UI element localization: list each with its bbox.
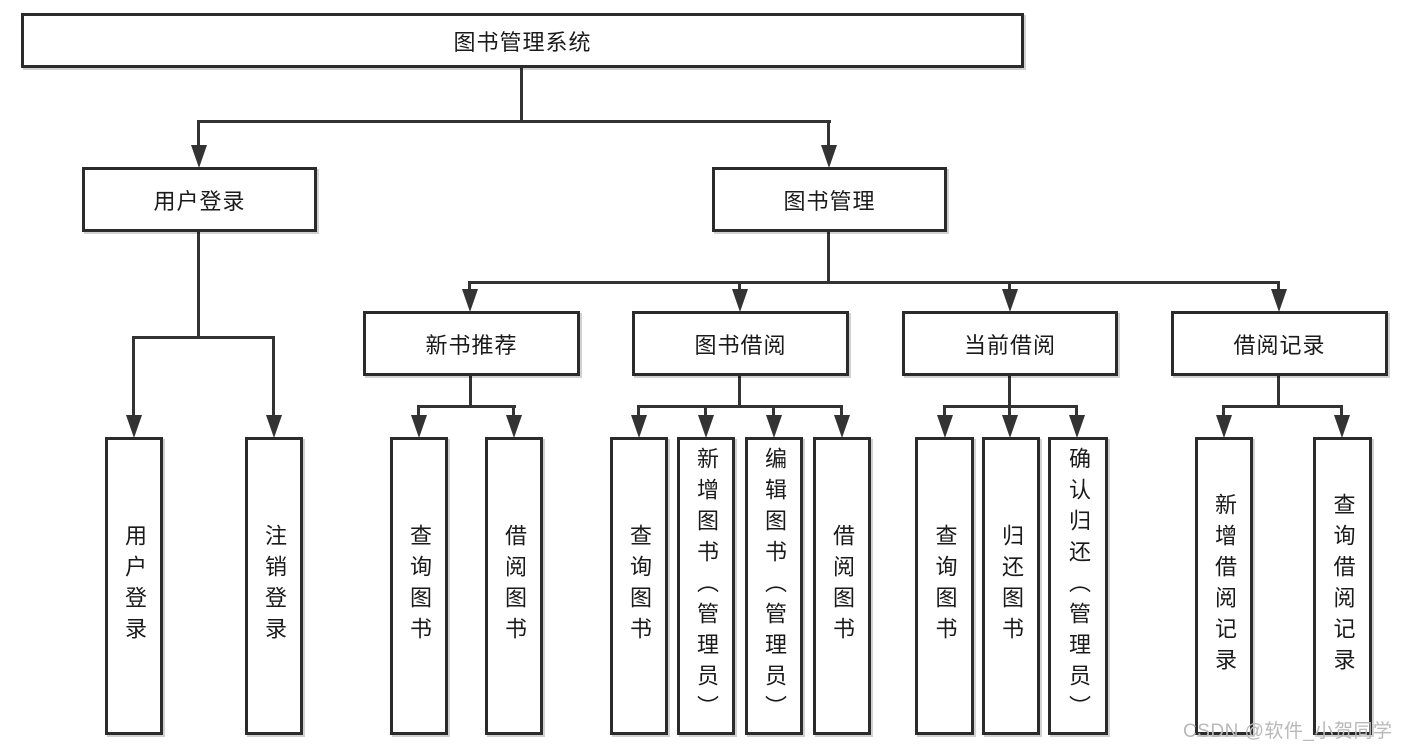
connector-line	[132, 336, 275, 339]
connector-line	[637, 405, 640, 417]
node-book-borrowing: 图书借阅	[632, 311, 849, 376]
leaf-borrowing-add-books-admin: 新增图书（管理员）	[677, 437, 735, 735]
node-book-management: 图书管理	[712, 167, 947, 232]
connector-line	[197, 120, 831, 123]
connector-line	[520, 68, 523, 120]
arrowhead-down	[506, 415, 522, 438]
leaf-user-login: 用户登录	[105, 437, 163, 735]
connector-line	[197, 232, 200, 336]
arrowhead-down	[834, 415, 850, 438]
leaf-current-query-books: 查询图书	[915, 437, 974, 735]
leaf-records-add-borrow-record: 新增借阅记录	[1195, 437, 1253, 735]
node-user-login: 用户登录	[82, 167, 317, 232]
leaf-recommend-borrow-books: 借阅图书	[485, 437, 543, 735]
node-borrowing-records: 借阅记录	[1171, 311, 1388, 376]
connector-line	[272, 336, 275, 417]
connector-line	[1008, 405, 1011, 417]
connector-line	[827, 120, 830, 147]
arrowhead-down	[937, 415, 953, 438]
arrowhead-down	[821, 145, 837, 168]
arrowhead-down	[766, 415, 782, 438]
connector-line	[197, 120, 200, 147]
watermark: CSDN @软件_小贺同学	[1183, 721, 1393, 742]
connector-line	[1277, 376, 1280, 405]
connector-line	[1008, 376, 1011, 405]
arrowhead-down	[266, 415, 282, 438]
leaf-records-query-borrow-record: 查询借阅记录	[1313, 437, 1372, 735]
connector-line	[840, 405, 843, 417]
arrowhead-down	[1002, 415, 1018, 438]
leaf-borrowing-query-books: 查询图书	[610, 437, 668, 735]
connector-line	[512, 405, 515, 417]
leaf-logout: 注销登录	[245, 437, 303, 735]
node-new-book-recommend: 新书推荐	[363, 311, 580, 376]
connector-line	[417, 405, 516, 408]
connector-line	[1222, 405, 1225, 417]
connector-line	[738, 281, 741, 291]
connector-line	[469, 376, 472, 405]
leaf-current-return-books: 归还图书	[982, 437, 1040, 735]
connector-line	[704, 405, 707, 417]
arrowhead-down	[631, 415, 647, 438]
arrowhead-down	[1002, 289, 1018, 312]
arrowhead-down	[462, 289, 478, 312]
leaf-borrowing-borrow-books: 借阅图书	[813, 437, 871, 735]
connector-line	[1222, 405, 1343, 408]
connector-line	[827, 232, 830, 281]
connector-line	[637, 405, 842, 408]
node-library-management-system: 图书管理系统	[21, 13, 1024, 68]
arrowhead-down	[1216, 415, 1232, 438]
arrowhead-down	[126, 415, 142, 438]
arrowhead-down	[1271, 289, 1287, 312]
connector-line	[1340, 405, 1343, 417]
leaf-recommend-query-books: 查询图书	[390, 437, 448, 735]
connector-line	[738, 376, 741, 405]
connector-line	[132, 336, 135, 417]
arrowhead-down	[1069, 415, 1085, 438]
node-current-borrowing: 当前借阅	[902, 311, 1118, 376]
connector-line	[943, 405, 946, 417]
arrowhead-down	[411, 415, 427, 438]
arrowhead-down	[698, 415, 714, 438]
connector-line	[1008, 281, 1011, 291]
connector-line	[1277, 281, 1280, 291]
connector-line	[417, 405, 420, 417]
connector-line	[468, 281, 471, 291]
connector-line	[772, 405, 775, 417]
leaf-borrowing-edit-books-admin: 编辑图书（管理员）	[745, 437, 803, 735]
arrowhead-down	[732, 289, 748, 312]
leaf-current-confirm-return-admin: 确认归还（管理员）	[1048, 437, 1108, 735]
connector-line	[468, 281, 1280, 284]
connector-line	[1075, 405, 1078, 417]
arrowhead-down	[1334, 415, 1350, 438]
arrowhead-down	[191, 145, 207, 168]
